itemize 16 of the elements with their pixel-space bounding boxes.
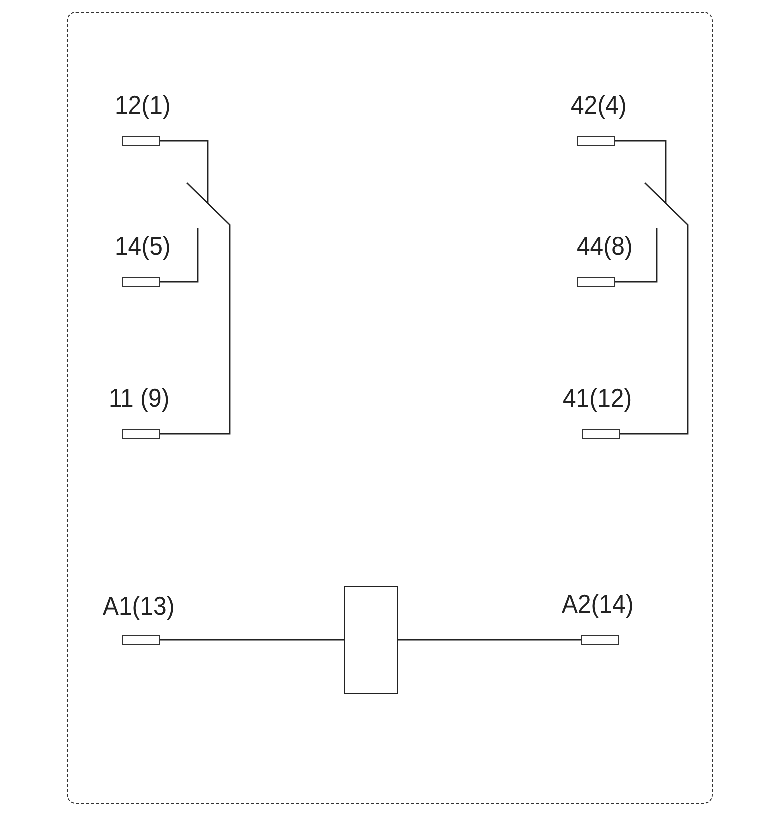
dashed-enclosure: [67, 12, 713, 804]
terminal-label: 14(5): [114, 232, 170, 258]
switch-contact-wire: [614, 140, 689, 435]
wire: [160, 639, 344, 641]
terminal-label: A1(13): [102, 592, 174, 618]
relay-coil: [344, 586, 398, 694]
terminal-label: A2(14): [562, 590, 634, 616]
terminal-label: 42(4): [570, 92, 626, 118]
switch-contact-wire: [159, 140, 231, 435]
terminal-label: 44(8): [576, 232, 632, 258]
wire: [615, 228, 658, 283]
terminal-label: 12(1): [114, 92, 170, 118]
wire: [398, 639, 581, 641]
terminal-label: 11 (9): [108, 384, 170, 410]
wire: [160, 228, 199, 283]
terminal-label: 41(12): [562, 384, 632, 410]
